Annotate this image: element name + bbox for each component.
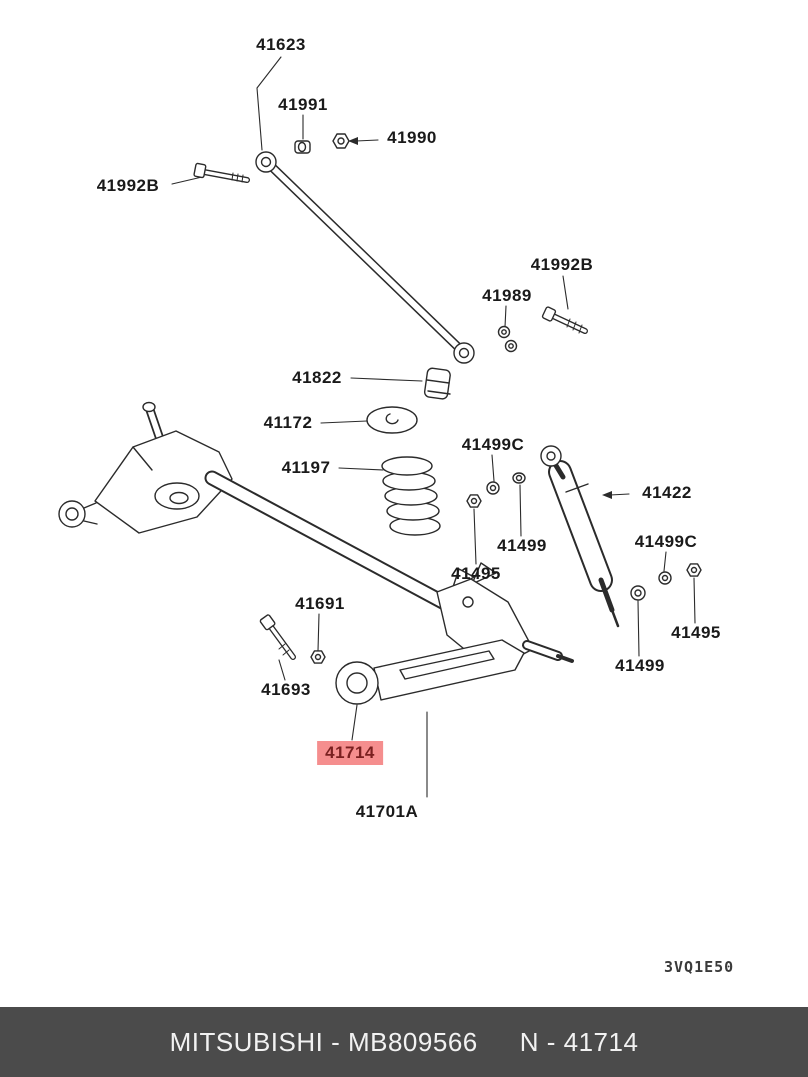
- part-label-41990: 41990: [387, 128, 437, 147]
- part-label-41499C-right: 41499C: [634, 532, 698, 551]
- part-label-41623: 41623: [256, 35, 306, 54]
- part-label-41499C-mid: 41499C: [461, 435, 525, 454]
- diagram-code: 3VQ1E50: [664, 958, 735, 976]
- part-label-41691: 41691: [295, 594, 345, 613]
- bushing-41991: [294, 140, 311, 154]
- part-label-41495-right: 41495: [671, 623, 721, 642]
- bushing-41714: [335, 661, 379, 705]
- bolt-41992B-right: [541, 306, 588, 334]
- part-label-41822: 41822: [292, 368, 342, 387]
- part-label-41499-mid: 41499: [497, 536, 547, 555]
- coil-spring-41197: [381, 456, 441, 536]
- washers-41989: [497, 325, 518, 353]
- part-label-41422: 41422: [642, 483, 692, 502]
- footer-brand-part: MITSUBISHI - MB809566: [169, 1026, 478, 1057]
- shock-absorber-41422: [540, 445, 620, 628]
- parts-diagram: [58, 56, 702, 798]
- footer-bar: MITSUBISHI - MB809566 N - 41714: [0, 1007, 808, 1077]
- footer-ref: N - 41714: [519, 1026, 639, 1057]
- part-label-41714-highlighted: 41714: [317, 741, 383, 765]
- part-label-41197: 41197: [281, 458, 331, 477]
- bolt-41992B-left: [193, 162, 250, 183]
- part-label-41992B-left: 41992B: [96, 176, 160, 195]
- arrowhead-41422: [602, 491, 612, 499]
- lateral-rod: [255, 151, 475, 364]
- leader-lines: [171, 56, 696, 798]
- part-label-41989: 41989: [482, 286, 532, 305]
- axle-beam: [58, 401, 574, 672]
- fastener-cluster-mid: [466, 472, 526, 508]
- spring-seat-41172: [366, 406, 418, 434]
- fastener-cluster-right: [630, 563, 702, 601]
- part-label-41701A: 41701A: [355, 802, 419, 821]
- nut-41990: [332, 133, 350, 149]
- part-label-41172: 41172: [263, 413, 313, 432]
- bump-stop-41822: [423, 367, 451, 400]
- bolt-41693: [259, 614, 296, 660]
- nut-41691: [310, 650, 326, 664]
- part-label-41495-mid: 41495: [451, 564, 501, 583]
- part-label-41992B-right: 41992B: [530, 255, 594, 274]
- arrowhead-41990: [348, 137, 358, 145]
- part-label-41693: 41693: [261, 680, 311, 699]
- part-label-41991: 41991: [278, 95, 328, 114]
- trailing-arm-41701A: [335, 639, 525, 705]
- part-label-41499-right: 41499: [615, 656, 665, 675]
